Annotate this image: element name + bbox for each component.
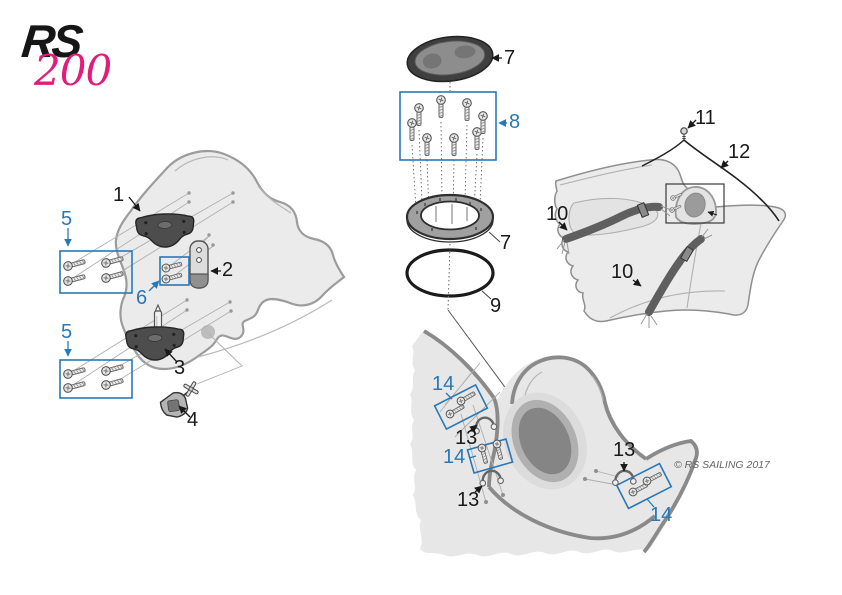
rs200-logo: RS 200 — [19, 12, 130, 95]
screws-5-lower — [62, 361, 125, 394]
hull-mount-dots — [185, 191, 235, 313]
detail-callout-box — [665, 183, 725, 224]
screw-box-14-b — [466, 437, 514, 475]
shackle-part-11 — [680, 127, 688, 140]
bottom-hull-diagram — [410, 329, 699, 557]
callout-14-c: 14 — [650, 504, 673, 526]
callout-10-upper: 10 — [546, 203, 569, 225]
screw-box-6 — [159, 256, 190, 286]
callout-2: 2 — [222, 259, 234, 281]
callout-5-lower: 5 — [61, 321, 73, 343]
callout-13-a: 13 — [455, 427, 478, 449]
screw-box-5-upper — [59, 250, 133, 294]
callout-1: 1 — [113, 184, 125, 206]
callout-7-ring: 7 — [500, 232, 512, 254]
o-ring-part-9 — [405, 248, 495, 298]
halyard-line-part-12 — [641, 139, 780, 222]
fitting-part-2 — [189, 240, 209, 289]
logo-model-text: 200 — [34, 46, 112, 95]
screw-box-14-a — [433, 383, 489, 431]
callout-6: 6 — [136, 287, 148, 309]
callout-13-c: 13 — [613, 439, 636, 461]
left-hull-diagram — [59, 150, 346, 418]
screw-box-5-lower — [59, 359, 133, 399]
toestrap-lower — [640, 228, 713, 328]
toestrap-upper — [556, 202, 672, 255]
callout-12: 12 — [728, 141, 751, 163]
deck-mount-dots — [484, 469, 598, 504]
screws-5-upper — [62, 253, 125, 287]
callout-8: 8 — [509, 111, 521, 133]
screw-box-8 — [399, 91, 497, 161]
screw-box-14-c — [615, 462, 673, 510]
hatch-assembly — [399, 35, 545, 441]
callout-13-b: 13 — [457, 489, 480, 511]
hatch-ring-part-7 — [405, 193, 495, 243]
callout-11: 11 — [695, 107, 716, 129]
callout-10-lower: 10 — [611, 261, 634, 283]
callout-7-cover: 7 — [504, 47, 516, 69]
hatch-cover-part-7 — [406, 35, 494, 83]
callout-14-b: 14 — [443, 446, 466, 468]
callout-9: 9 — [490, 295, 502, 317]
blue-arrows — [64, 119, 655, 508]
callout-14-a: 14 — [432, 373, 455, 395]
callout-5-upper: 5 — [61, 208, 73, 230]
mast-gate-hole — [503, 392, 587, 490]
deck-edges — [423, 329, 699, 554]
callout-4: 4 — [187, 409, 199, 431]
fastener-boxes-left — [59, 250, 190, 399]
callout-3: 3 — [174, 357, 186, 379]
mast-step-bump — [674, 186, 717, 225]
screw-guide-lines — [411, 121, 484, 215]
left-hull-outline — [114, 150, 346, 371]
fastener-boxes-bottom — [433, 383, 673, 510]
plain-pointer-lines — [481, 231, 501, 300]
black-arrows — [128, 54, 729, 494]
right-hull-diagram — [554, 127, 787, 328]
hull-drain-hole — [201, 325, 215, 339]
copyright-notice: © RS SAILING 2017 — [674, 459, 770, 471]
